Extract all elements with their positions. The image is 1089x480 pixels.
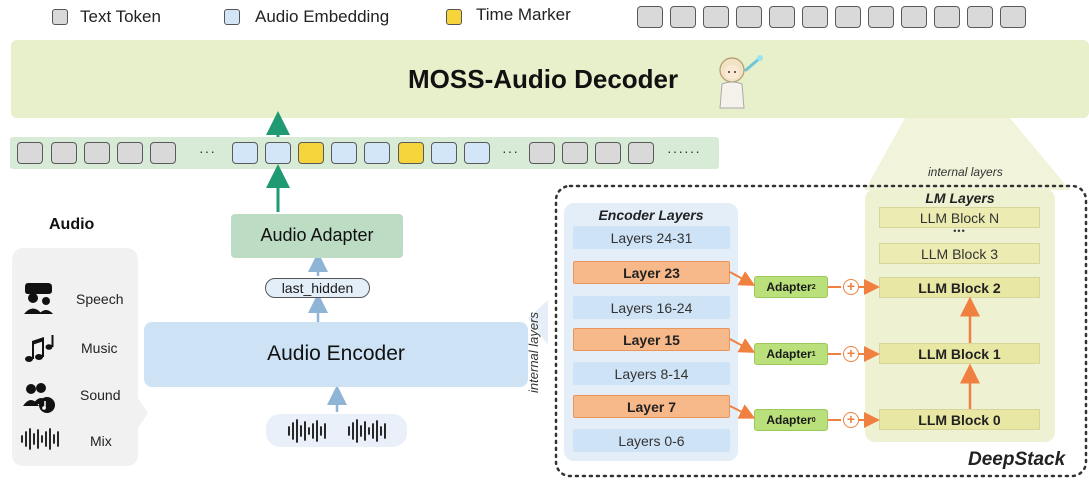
sequence-ellipsis-3: ······ — [667, 143, 701, 159]
llm-block-3: LLM Block 3 — [879, 243, 1040, 264]
adapter-1-label: Adapter — [766, 347, 812, 361]
top-text-token — [736, 6, 762, 28]
llm-block-2: LLM Block 2 — [879, 277, 1040, 298]
audio-item-mix: Mix — [90, 433, 112, 449]
mascot-icon — [719, 55, 763, 109]
top-text-token — [637, 6, 663, 28]
top-text-token — [802, 6, 828, 28]
text-token — [562, 142, 588, 164]
top-text-token — [934, 6, 960, 28]
top-text-token — [670, 6, 696, 28]
text-token — [84, 142, 110, 164]
legend-audio-embedding-label: Audio Embedding — [255, 7, 390, 26]
audio-item-speech: Speech — [76, 291, 124, 307]
adapter-2-label: Adapter — [766, 280, 812, 294]
speech-icon — [24, 283, 53, 314]
legend-time-marker-swatch — [446, 9, 462, 25]
time-marker-token — [298, 142, 324, 164]
mix-waveform-icon — [21, 428, 59, 450]
text-token — [117, 142, 143, 164]
deepstack-label: DeepStack — [968, 449, 1066, 470]
audio-embedding-token — [265, 142, 291, 164]
encoder-layer-24-31: Layers 24-31 — [573, 226, 730, 249]
top-text-token — [1000, 6, 1026, 28]
audio-embedding-token — [364, 142, 390, 164]
audio-encoder-box — [144, 322, 528, 387]
sound-icon — [23, 383, 55, 413]
encoder-layer-8-14: Layers 8-14 — [573, 362, 730, 385]
top-text-token — [901, 6, 927, 28]
llm-block-n: LLM Block N — [879, 207, 1040, 228]
encoder-layer-0-6: Layers 0-6 — [573, 429, 730, 452]
adapter-0-label: Adapter — [766, 413, 812, 427]
audio-adapter-box — [231, 214, 403, 258]
top-text-token — [769, 6, 795, 28]
encoder-layers-title: Encoder Layers — [598, 207, 704, 223]
audio-embedding-token — [331, 142, 357, 164]
text-token — [51, 142, 77, 164]
text-token — [628, 142, 654, 164]
legend-audio-embedding-swatch — [224, 9, 240, 25]
text-token — [150, 142, 176, 164]
text-token — [529, 142, 555, 164]
llm-block-ellipsis: ••• — [953, 226, 966, 236]
audio-panel-title: Audio — [49, 216, 95, 233]
text-token — [595, 142, 621, 164]
audio-embedding-token — [431, 142, 457, 164]
top-text-token — [703, 6, 729, 28]
decoder-panel — [11, 40, 1089, 118]
decoder-title: MOSS-Audio Decoder — [408, 64, 679, 94]
legend-text-token-label: Text Token — [80, 7, 161, 26]
plus-icon-0: + — [843, 412, 859, 428]
time-marker-token — [398, 142, 424, 164]
audio-encoder-label: Audio Encoder — [267, 342, 405, 365]
music-icon — [25, 335, 54, 362]
legend-time-marker-label: Time Marker — [476, 5, 571, 24]
sequence-ellipsis-2: ··· — [502, 143, 519, 159]
encoder-layer-15: Layer 15 — [573, 328, 730, 351]
llm-block-1: LLM Block 1 — [879, 343, 1040, 364]
llm-internal-layers-label: internal layers — [928, 165, 1003, 179]
adapter-2-sub: 2 — [811, 283, 816, 291]
legend-text-token-swatch — [52, 9, 68, 25]
audio-item-sound: Sound — [80, 387, 121, 403]
top-text-token — [967, 6, 993, 28]
audio-embedding-token — [232, 142, 258, 164]
encoder-layer-23: Layer 23 — [573, 261, 730, 284]
encoder-layer-7: Layer 7 — [573, 395, 730, 418]
audio-item-music: Music — [81, 340, 118, 356]
sequence-ellipsis-1: ··· — [199, 143, 216, 159]
plus-icon-1: + — [843, 346, 859, 362]
plus-icon-2: + — [843, 279, 859, 295]
top-text-token — [868, 6, 894, 28]
last-hidden-pill: last_hidden — [265, 278, 370, 298]
adapter-1-sub: 1 — [811, 350, 816, 358]
waveform-icon — [288, 419, 386, 443]
adapter-0-sub: 0 — [811, 416, 816, 424]
audio-embedding-token — [464, 142, 490, 164]
audio-adapter-label: Audio Adapter — [260, 225, 374, 245]
encoder-layer-16-24: Layers 16-24 — [573, 296, 730, 319]
llm-layers-title: LM Layers — [925, 190, 995, 206]
top-text-token — [835, 6, 861, 28]
text-token — [17, 142, 43, 164]
